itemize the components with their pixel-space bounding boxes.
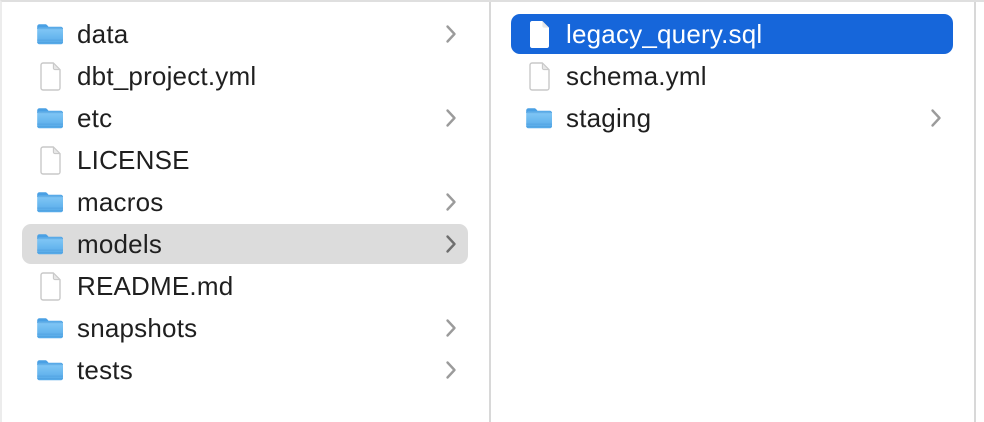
item-label: schema.yml [566,61,707,91]
list-item-readme-md[interactable]: README.md [22,266,468,306]
folder-icon [36,232,64,256]
item-label: README.md [77,271,234,301]
chevron-right-icon [445,24,457,44]
document-icon [525,20,553,49]
item-label: macros [77,187,164,217]
item-label: staging [566,103,652,133]
chevron-right-icon [445,108,457,128]
item-label: legacy_query.sql [566,19,763,49]
chevron-right-icon [445,318,457,338]
document-icon [36,271,64,301]
folder-icon [36,358,64,382]
list-item-dbt-project-yml[interactable]: dbt_project.yml [22,56,468,96]
document-icon [36,61,64,91]
folder-icon [525,106,553,130]
document-icon [36,145,64,175]
list-item-license[interactable]: LICENSE [22,140,468,180]
list-item-staging[interactable]: staging [511,98,953,138]
chevron-right-icon [445,234,457,254]
list-item-models[interactable]: models [22,224,468,264]
item-label: dbt_project.yml [77,61,257,91]
list-item-tests[interactable]: tests [22,350,468,390]
item-label: tests [77,355,133,385]
item-label: LICENSE [77,145,190,175]
folder-icon [36,190,64,214]
chevron-right-icon [930,108,942,128]
chevron-right-icon [445,192,457,212]
list-item-macros[interactable]: macros [22,182,468,222]
chevron-right-icon [445,360,457,380]
folder-icon [36,106,64,130]
list-item-schema-yml[interactable]: schema.yml [511,56,953,96]
document-icon [525,61,553,91]
folder-icon [36,316,64,340]
folder-icon [36,22,64,46]
list-item-etc[interactable]: etc [22,98,468,138]
item-label: data [77,19,129,49]
list-item-legacy-query-sql[interactable]: legacy_query.sql [511,14,953,54]
list-item-data[interactable]: data [22,14,468,54]
item-label: snapshots [77,313,198,343]
item-label: models [77,229,163,259]
item-label: etc [77,103,113,133]
finder-column-current[interactable]: legacy_query.sql schema.yml staging [491,2,976,422]
list-item-snapshots[interactable]: snapshots [22,308,468,348]
finder-column-empty[interactable] [976,2,984,422]
